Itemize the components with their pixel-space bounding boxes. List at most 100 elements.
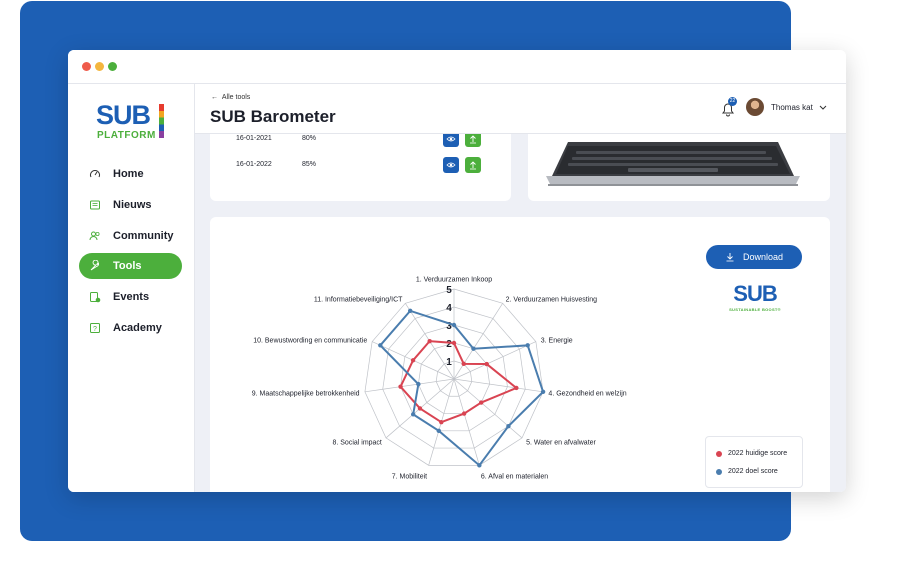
radar-grid-spoke xyxy=(453,378,523,439)
sidebar-item-home[interactable]: Home xyxy=(79,161,182,187)
radar-data-point xyxy=(477,463,482,468)
radar-data-point xyxy=(416,381,421,387)
avatar[interactable] xyxy=(746,98,764,116)
upload-button[interactable] xyxy=(465,157,481,173)
radar-category-label: 4. Gezondheid en welzijn xyxy=(548,391,626,398)
app-window: SUB PLATFORM Home Nieuws Community xyxy=(68,50,846,492)
radar-data-point xyxy=(461,361,466,367)
logo-subtitle: PLATFORM xyxy=(97,130,156,141)
radar-data-point xyxy=(451,322,457,328)
radar-category-label: 6. Afval en materialen xyxy=(481,474,548,481)
radar-tick-label: 1 xyxy=(446,357,452,368)
laptop-image xyxy=(546,142,800,186)
legend-item[interactable]: 2022 huidige score xyxy=(716,450,787,457)
eye-icon xyxy=(446,136,456,142)
sustainable-boost-logo: SUB SUSTAINABLE BOOST® xyxy=(725,283,785,317)
radar-category-label: 8. Social impact xyxy=(332,439,381,446)
radar-grid-ring xyxy=(418,342,490,414)
radar-series-line xyxy=(378,309,545,467)
radar-category-label: 10. Bewustwording en communicatie xyxy=(253,337,367,344)
legend-item[interactable]: 2022 doel score xyxy=(716,468,778,475)
radar-grid-ring xyxy=(382,306,526,449)
radar-tick-label: 3 xyxy=(446,321,452,332)
download-label: Download xyxy=(742,252,784,262)
question-book-icon: ? xyxy=(89,322,101,334)
svg-text:?: ? xyxy=(93,326,97,333)
radar-data-point xyxy=(427,338,432,344)
back-link[interactable]: ← Alle tools xyxy=(211,94,250,101)
sidebar-item-label: Events xyxy=(113,291,150,303)
radar-grid-spoke xyxy=(453,303,503,380)
radar-data-point xyxy=(471,346,476,351)
window-titlebar xyxy=(68,50,846,84)
sidebar-item-academy[interactable]: ? Academy xyxy=(79,315,182,341)
sidebar-item-label: Tools xyxy=(113,260,142,272)
view-result-button[interactable] xyxy=(443,131,459,147)
close-window-dot[interactable] xyxy=(82,62,91,71)
radar-category-label: 3. Energie xyxy=(541,337,573,344)
radar-grid-spoke xyxy=(453,341,537,380)
logo-text: SUB xyxy=(96,100,151,130)
sidebar-item-community[interactable]: Community xyxy=(79,223,182,249)
notification-badge: 22 xyxy=(728,97,737,106)
radar-data-point xyxy=(378,343,383,348)
radar-grid-ring xyxy=(435,360,473,397)
maximize-window-dot[interactable] xyxy=(108,62,117,71)
sidebar-item-events[interactable]: Events xyxy=(79,284,182,310)
brand-tagline: SUSTAINABLE BOOST® xyxy=(729,307,781,312)
history-date: 16-01-2022 xyxy=(236,161,272,168)
radar-category-label: 11. Informatiebeveiliging/ICT xyxy=(314,297,403,304)
newspaper-icon xyxy=(89,199,101,211)
radar-grid-ring xyxy=(400,324,508,432)
sidebar-item-label: Academy xyxy=(113,322,162,334)
radar-grid-spoke xyxy=(453,378,544,393)
radar-grid-spoke xyxy=(364,378,455,393)
upload-icon xyxy=(470,135,476,144)
radar-data-point xyxy=(484,361,489,367)
page-title: SUB Barometer xyxy=(210,107,336,126)
sidebar: SUB PLATFORM Home Nieuws Community xyxy=(68,84,195,492)
radar-data-point xyxy=(408,308,413,314)
radar-grid-spoke xyxy=(453,378,480,466)
radar-data-point xyxy=(398,384,403,389)
radar-data-point xyxy=(506,423,511,429)
sidebar-item-label: Home xyxy=(113,168,144,180)
main-content: ← Alle tools SUB Barometer 22 Thomas kat… xyxy=(195,84,846,492)
gauge-icon xyxy=(89,168,101,180)
sidebar-item-label: Nieuws xyxy=(113,199,152,211)
legend-label: 2022 huidige score xyxy=(728,450,788,457)
radar-data-point xyxy=(479,400,484,405)
radar-tick-label: 2 xyxy=(446,339,452,350)
legend-swatch xyxy=(716,450,722,457)
radar-data-point xyxy=(451,340,457,346)
legend-label: 2022 doel score xyxy=(728,468,778,475)
brand-logo-text: SUB xyxy=(733,281,777,306)
history-date: 16-01-2021 xyxy=(236,135,272,142)
view-result-button[interactable] xyxy=(443,157,459,173)
calendar-add-icon xyxy=(89,291,101,303)
radar-category-label: 7. Mobiliteit xyxy=(392,474,427,481)
radar-series-line xyxy=(399,340,519,424)
radar-category-label: 2. Verduurzamen Huisvesting xyxy=(506,297,598,304)
back-link-label: Alle tools xyxy=(221,94,251,101)
history-score: 85% xyxy=(302,161,317,168)
eye-icon xyxy=(446,162,456,168)
radar-tick-label: 4 xyxy=(446,303,452,314)
radar-data-point xyxy=(410,412,416,417)
chevron-down-icon[interactable] xyxy=(818,102,828,112)
radar-data-point xyxy=(439,419,444,425)
radar-category-label: 5. Water en afvalwater xyxy=(526,439,596,446)
arrow-left-icon: ← xyxy=(211,94,222,101)
download-button[interactable]: Download xyxy=(706,245,802,269)
radar-tick-label: 5 xyxy=(446,285,452,296)
radar-data-point xyxy=(417,406,423,411)
sidebar-item-tools[interactable]: Tools xyxy=(79,253,182,279)
radar-data-point xyxy=(461,411,467,416)
sidebar-item-nieuws[interactable]: Nieuws xyxy=(79,192,182,218)
upload-button[interactable] xyxy=(465,131,481,147)
radar-category-label: 9. Maatschappelijke betrokkenheid xyxy=(252,391,360,398)
sub-platform-logo[interactable]: SUB PLATFORM xyxy=(96,102,168,142)
user-name[interactable]: Thomas kat xyxy=(771,103,813,112)
minimize-window-dot[interactable] xyxy=(95,62,104,71)
